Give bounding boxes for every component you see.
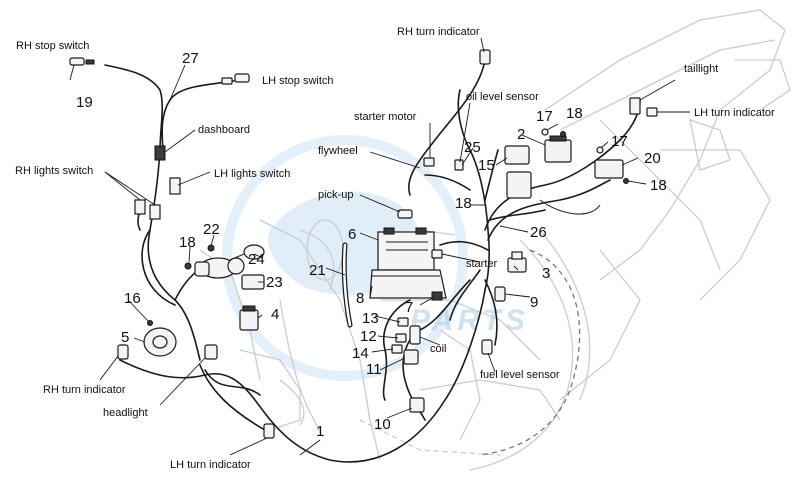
part-7 bbox=[431, 291, 443, 301]
number-17-a: 17 bbox=[536, 108, 553, 125]
label-dashboard: dashboard bbox=[198, 124, 250, 136]
number-25: 25 bbox=[464, 139, 481, 156]
label-rh-lights-switch: RH lights switch bbox=[15, 165, 93, 177]
number-8: 8 bbox=[356, 290, 364, 307]
watermark-text: PARTS bbox=[410, 304, 529, 337]
starter-motor-connector bbox=[423, 157, 435, 167]
label-fuel-level-sensor: fuel level sensor bbox=[480, 369, 560, 381]
number-14: 14 bbox=[352, 345, 369, 362]
lights-switch-connector-2 bbox=[134, 199, 146, 215]
washer-17-top bbox=[541, 128, 549, 136]
oil-level-sensor-connector bbox=[454, 159, 464, 171]
part-2-top bbox=[549, 135, 567, 142]
number-24: 24 bbox=[248, 251, 265, 268]
part-10 bbox=[409, 397, 425, 413]
number-2: 2 bbox=[517, 126, 525, 143]
part-20 bbox=[594, 159, 624, 179]
number-11: 11 bbox=[366, 361, 382, 378]
lh-stop-switch-part bbox=[221, 73, 250, 85]
leader-lines bbox=[69, 37, 690, 456]
label-flywheel: flywheel bbox=[318, 145, 358, 157]
fuel-level-sensor-connector bbox=[481, 339, 493, 355]
rh-turn-indicator-connector-top bbox=[479, 49, 491, 65]
key-part bbox=[229, 244, 265, 261]
label-coil: coil bbox=[430, 343, 447, 355]
number-23: 23 bbox=[266, 274, 283, 291]
label-taillight: taillight bbox=[684, 63, 718, 75]
screw-18-left bbox=[184, 262, 192, 270]
washer-17-right bbox=[596, 146, 604, 154]
number-26: 26 bbox=[530, 224, 547, 241]
number-15: 15 bbox=[478, 157, 495, 174]
number-18-a: 18 bbox=[179, 234, 196, 251]
number-27: 27 bbox=[182, 50, 199, 67]
label-oil-level-sensor: oil level sensor bbox=[466, 91, 539, 103]
number-18-b: 18 bbox=[566, 105, 583, 122]
coil-part bbox=[409, 325, 421, 345]
lights-switch-connector-1 bbox=[169, 177, 181, 195]
number-12: 12 bbox=[360, 328, 377, 345]
dashboard-connector bbox=[154, 145, 166, 161]
part-15 bbox=[504, 145, 530, 165]
number-19: 19 bbox=[76, 94, 93, 111]
screw-18-top bbox=[560, 131, 566, 137]
starter-connector bbox=[431, 249, 443, 259]
cdi-unit bbox=[506, 171, 532, 199]
pick-up-connector bbox=[397, 209, 413, 219]
part-4 bbox=[239, 305, 259, 331]
part-13 bbox=[397, 317, 409, 327]
horn-part bbox=[143, 320, 177, 357]
label-rh-turn-indicator-left: RH turn indicator bbox=[43, 384, 126, 396]
number-9: 9 bbox=[530, 294, 538, 311]
number-7: 7 bbox=[405, 299, 413, 316]
rh-turn-indicator-connector-left bbox=[117, 344, 129, 360]
number-21: 21 bbox=[309, 262, 326, 279]
number-5: 5 bbox=[121, 329, 129, 346]
number-6: 6 bbox=[348, 226, 356, 243]
label-pick-up: pick-up bbox=[318, 189, 353, 201]
part-numbers: 27 19 22 18 24 23 21 16 5 4 6 8 25 15 2 … bbox=[76, 50, 667, 440]
rh-stop-switch-part bbox=[69, 57, 95, 66]
part-14 bbox=[391, 344, 403, 354]
part-2 bbox=[544, 139, 572, 163]
headlight-connector bbox=[204, 344, 218, 360]
number-4: 4 bbox=[271, 306, 279, 323]
number-16: 16 bbox=[124, 290, 141, 307]
label-starter-motor: starter motor bbox=[354, 111, 417, 123]
battery-tray-part bbox=[369, 269, 447, 299]
label-headlight: headlight bbox=[103, 407, 148, 419]
lh-turn-indicator-connector-right bbox=[646, 107, 658, 117]
number-20: 20 bbox=[644, 150, 661, 167]
number-22: 22 bbox=[203, 221, 220, 238]
number-1: 1 bbox=[316, 423, 324, 440]
lights-switch-connector-3 bbox=[149, 204, 161, 220]
taillight-connector bbox=[629, 97, 641, 115]
label-starter: starter bbox=[466, 258, 498, 270]
label-rh-turn-indicator-top: RH turn indicator bbox=[397, 26, 480, 38]
ignition-switch-part bbox=[194, 257, 245, 279]
part-11 bbox=[403, 349, 419, 365]
scooter-frame-outline bbox=[199, 9, 791, 471]
components bbox=[69, 49, 658, 439]
number-3: 3 bbox=[542, 265, 550, 282]
wiring-harness bbox=[104, 59, 641, 463]
number-13: 13 bbox=[362, 310, 379, 327]
label-rh-stop-switch: RH stop switch bbox=[16, 40, 89, 52]
number-18-c: 18 bbox=[650, 177, 667, 194]
screw-18-right bbox=[623, 178, 629, 184]
number-10: 10 bbox=[374, 416, 391, 433]
label-lh-turn-indicator-right: LH turn indicator bbox=[694, 107, 775, 119]
label-lh-lights-switch: LH lights switch bbox=[214, 168, 290, 180]
label-lh-stop-switch: LH stop switch bbox=[262, 75, 334, 87]
part-9 bbox=[494, 286, 506, 302]
part-3 bbox=[507, 251, 527, 273]
lh-turn-indicator-connector-bottom bbox=[263, 423, 275, 439]
text-labels: RH stop switch LH stop switch dashboard … bbox=[15, 26, 775, 471]
battery-part bbox=[377, 227, 435, 271]
label-lh-turn-indicator-bottom: LH turn indicator bbox=[170, 459, 251, 471]
number-18-d: 18 bbox=[455, 195, 472, 212]
number-17-b: 17 bbox=[611, 133, 628, 150]
